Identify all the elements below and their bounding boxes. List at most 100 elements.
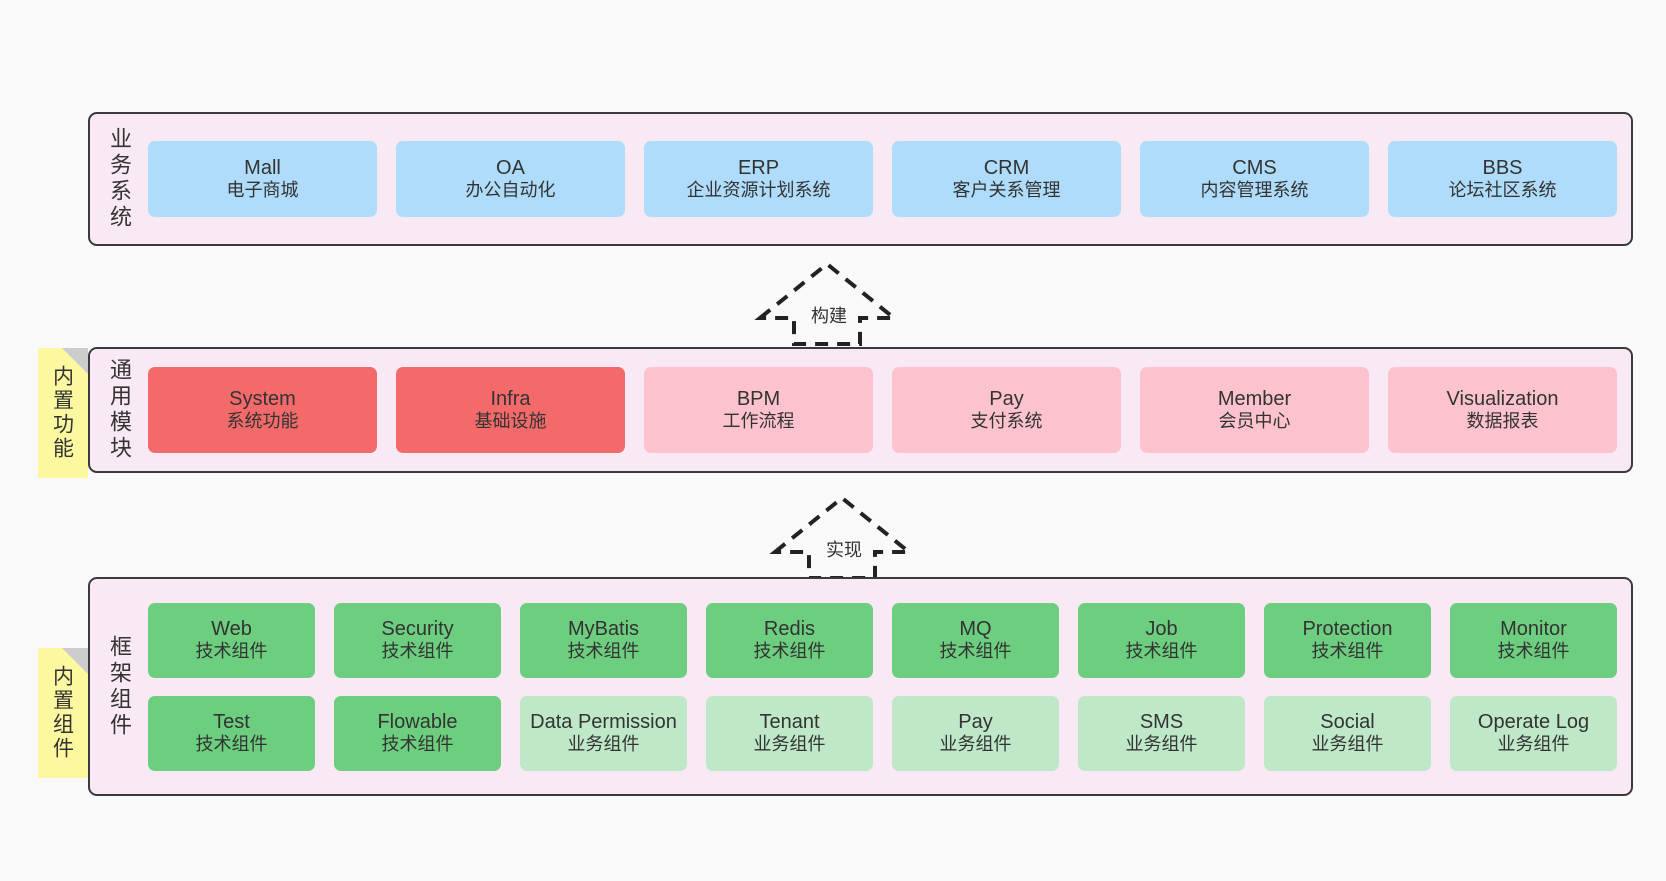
connector-build-label: 构建 xyxy=(811,306,847,326)
node-name: Protection xyxy=(1302,617,1393,640)
sticky-note-label: 内置功能 xyxy=(50,365,74,461)
node-bpm[interactable]: BPM 工作流程 xyxy=(644,367,873,453)
node-test[interactable]: Test 技术组件 xyxy=(148,695,315,771)
node-mall[interactable]: Mall 电子商城 xyxy=(148,141,377,217)
connector-implement: 实现 xyxy=(769,492,920,580)
node-name: BPM xyxy=(736,387,781,410)
node-subtitle: 客户关系管理 xyxy=(952,180,1061,201)
sticky-note-builtin-features: 内置功能 xyxy=(38,348,88,478)
node-subtitle: 业务组件 xyxy=(1497,734,1570,755)
node-subtitle: 业务组件 xyxy=(753,734,826,755)
node-data-permission[interactable]: Data Permission 业务组件 xyxy=(520,695,687,771)
node-name: Member xyxy=(1217,387,1292,410)
node-subtitle: 基础设施 xyxy=(474,411,547,432)
node-name: Redis xyxy=(763,617,816,640)
node-mq[interactable]: MQ 技术组件 xyxy=(892,602,1059,678)
node-mybatis[interactable]: MyBatis 技术组件 xyxy=(520,602,687,678)
connector-implement-arrow xyxy=(769,495,915,580)
node-pay[interactable]: Pay 支付系统 xyxy=(892,367,1121,453)
node-name: Test xyxy=(213,710,250,733)
node-sms[interactable]: SMS 业务组件 xyxy=(1078,695,1245,771)
layer-body-business: Mall 电子商城 OA 办公自动化 ERP 企业资源计划系统 CRM 客户关系… xyxy=(142,114,1631,244)
node-subtitle: 系统功能 xyxy=(226,411,299,432)
node-web[interactable]: Web 技术组件 xyxy=(148,602,315,678)
node-oa[interactable]: OA 办公自动化 xyxy=(396,141,625,217)
node-name: OA xyxy=(496,156,525,179)
node-subtitle: 数据报表 xyxy=(1466,411,1539,432)
node-name: Pay xyxy=(989,387,1024,410)
node-subtitle: 技术组件 xyxy=(381,734,454,755)
node-system[interactable]: System 系统功能 xyxy=(148,367,377,453)
node-tenant[interactable]: Tenant 业务组件 xyxy=(706,695,873,771)
node-row-framework-business: Test 技术组件 Flowable 技术组件 Data Permission … xyxy=(148,695,1617,771)
node-name: System xyxy=(229,387,296,410)
node-name: BBS xyxy=(1482,156,1523,179)
layer-panel-common: 通用模块 System 系统功能 Infra 基础设施 BPM 工作流程 Pay… xyxy=(88,347,1633,473)
layer-title-business: 业务系统 xyxy=(107,127,132,231)
node-subtitle: 业务组件 xyxy=(1311,734,1384,755)
node-name: Monitor xyxy=(1500,617,1567,640)
node-subtitle: 技术组件 xyxy=(1311,641,1384,662)
node-visualization[interactable]: Visualization 数据报表 xyxy=(1388,367,1617,453)
node-flowable[interactable]: Flowable 技术组件 xyxy=(334,695,501,771)
connector-build: 构建 xyxy=(754,258,905,346)
node-name: Mall xyxy=(244,156,281,179)
node-subtitle: 业务组件 xyxy=(567,734,640,755)
node-row-common: System 系统功能 Infra 基础设施 BPM 工作流程 Pay 支付系统… xyxy=(148,367,1617,453)
node-name: CRM xyxy=(983,156,1030,179)
node-operate-log[interactable]: Operate Log 业务组件 xyxy=(1450,695,1617,771)
sticky-fold-icon xyxy=(62,648,88,674)
node-subtitle: 业务组件 xyxy=(939,734,1012,755)
connector-build-arrow xyxy=(754,261,900,346)
node-row-framework-tech: Web 技术组件 Security 技术组件 MyBatis 技术组件 Redi… xyxy=(148,602,1617,678)
node-social[interactable]: Social 业务组件 xyxy=(1264,695,1431,771)
node-subtitle: 企业资源计划系统 xyxy=(686,180,831,201)
node-security[interactable]: Security 技术组件 xyxy=(334,602,501,678)
node-name: Infra xyxy=(490,387,531,410)
node-subtitle: 技术组件 xyxy=(939,641,1012,662)
node-name: MQ xyxy=(959,617,992,640)
node-name: CMS xyxy=(1232,156,1277,179)
node-name: Tenant xyxy=(759,710,820,733)
node-subtitle: 技术组件 xyxy=(1497,641,1570,662)
node-job[interactable]: Job 技术组件 xyxy=(1078,602,1245,678)
node-bbs[interactable]: BBS 论坛社区系统 xyxy=(1388,141,1617,217)
node-subtitle: 技术组件 xyxy=(195,641,268,662)
node-name: Operate Log xyxy=(1477,710,1590,733)
node-redis[interactable]: Redis 技术组件 xyxy=(706,602,873,678)
node-subtitle: 技术组件 xyxy=(753,641,826,662)
sticky-note-builtin-components: 内置组件 xyxy=(38,648,88,778)
node-subtitle: 技术组件 xyxy=(381,641,454,662)
node-name: Flowable xyxy=(377,710,458,733)
node-subtitle: 电子商城 xyxy=(226,180,299,201)
node-monitor[interactable]: Monitor 技术组件 xyxy=(1450,602,1617,678)
node-subtitle: 支付系统 xyxy=(970,411,1043,432)
connector-implement-label: 实现 xyxy=(826,540,862,560)
layer-panel-framework: 框架组件 Web 技术组件 Security 技术组件 MyBatis 技术组件… xyxy=(88,577,1633,796)
node-name: Visualization xyxy=(1446,387,1559,410)
node-pay-component[interactable]: Pay 业务组件 xyxy=(892,695,1059,771)
node-name: Security xyxy=(381,617,454,640)
node-name: Web xyxy=(211,617,252,640)
node-row-business: Mall 电子商城 OA 办公自动化 ERP 企业资源计划系统 CRM 客户关系… xyxy=(148,141,1617,217)
node-subtitle: 技术组件 xyxy=(1125,641,1198,662)
node-cms[interactable]: CMS 内容管理系统 xyxy=(1140,141,1369,217)
node-member[interactable]: Member 会员中心 xyxy=(1140,367,1369,453)
layer-title-framework: 框架组件 xyxy=(107,634,132,739)
node-name: Social xyxy=(1320,710,1375,733)
node-subtitle: 会员中心 xyxy=(1218,411,1291,432)
node-protection[interactable]: Protection 技术组件 xyxy=(1264,602,1431,678)
node-name: Job xyxy=(1145,617,1178,640)
sticky-note-label: 内置组件 xyxy=(50,665,74,761)
node-crm[interactable]: CRM 客户关系管理 xyxy=(892,141,1121,217)
node-infra[interactable]: Infra 基础设施 xyxy=(396,367,625,453)
node-subtitle: 业务组件 xyxy=(1125,734,1198,755)
node-erp[interactable]: ERP 企业资源计划系统 xyxy=(644,141,873,217)
node-subtitle: 工作流程 xyxy=(722,411,795,432)
node-subtitle: 内容管理系统 xyxy=(1200,180,1309,201)
sticky-fold-icon xyxy=(62,348,88,374)
layer-body-framework: Web 技术组件 Security 技术组件 MyBatis 技术组件 Redi… xyxy=(142,579,1631,794)
node-name: ERP xyxy=(737,156,780,179)
node-name: MyBatis xyxy=(567,617,640,640)
